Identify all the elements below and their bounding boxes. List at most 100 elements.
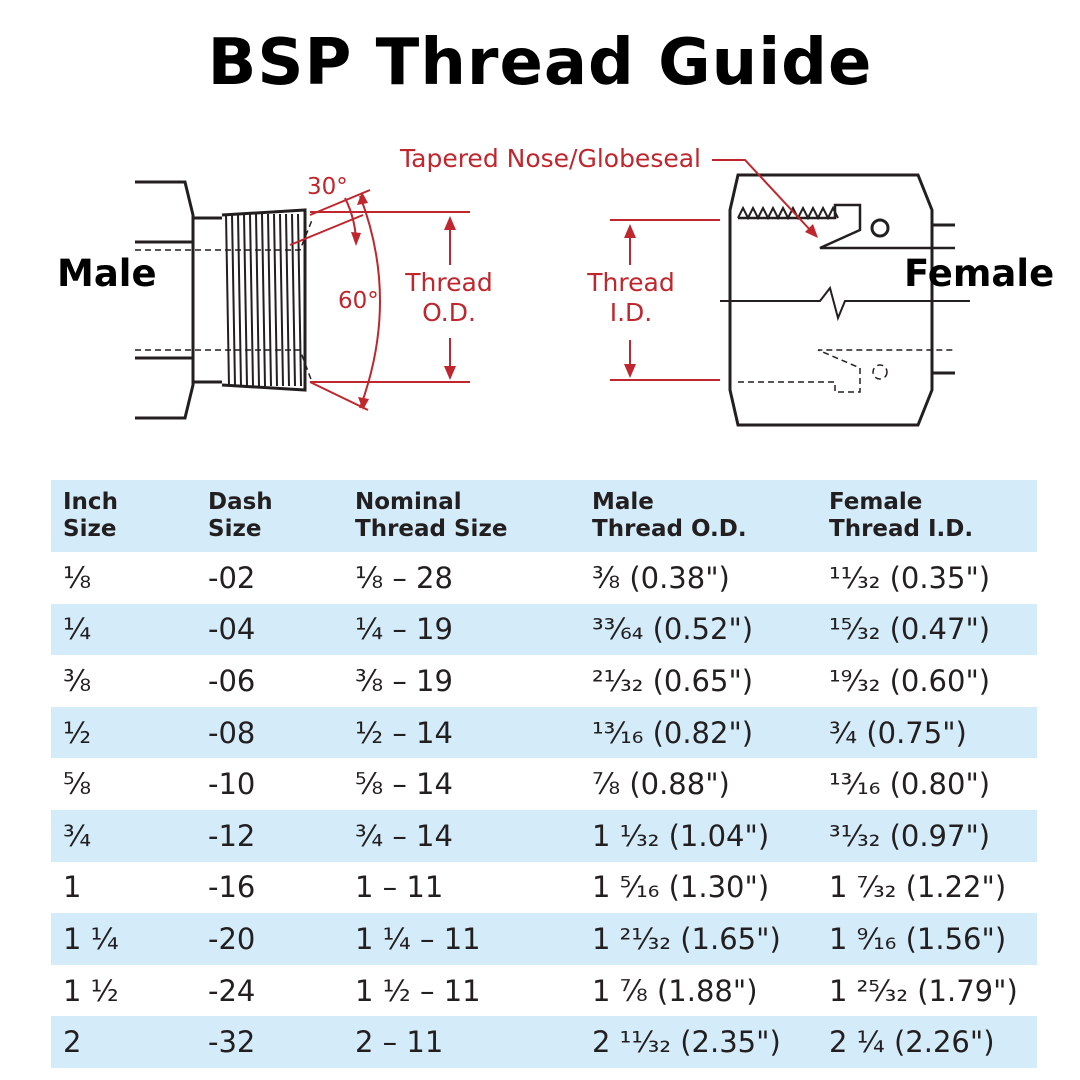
header-male-line1: Male [592, 489, 654, 515]
page-title: BSP Thread Guide [207, 26, 873, 100]
cell-inch-size: 1 ½ [63, 973, 119, 1008]
angle-30-label: 30° [307, 174, 348, 200]
thread-line [255, 213, 260, 387]
male-dimension-lines [289, 189, 470, 411]
thread-diagram [135, 159, 970, 427]
cell-female-id: 1 ²⁵⁄₃₂ (1.79") [829, 973, 1018, 1008]
cell-nominal-thread: ⅜ – 19 [355, 663, 453, 698]
header-female-line2: Thread I.D. [829, 516, 974, 542]
male-thread-lines [225, 213, 302, 387]
table-row: 2 -32 2 – 11 2 ¹¹⁄₃₂ (2.35") 2 ¼ (2.26") [51, 1016, 1037, 1068]
cell-male-od: 1 ²¹⁄₃₂ (1.65") [580, 913, 817, 965]
female-thread-teeth [737, 205, 839, 221]
thread-line [249, 213, 254, 387]
cell-female-id: ¹¹⁄₃₂ (0.35") [829, 560, 991, 595]
cell-dash-size: -32 [196, 1016, 343, 1068]
table-row: ⅛ -02 ⅛ – 28 ⅜ (0.38") ¹¹⁄₃₂ (0.35") [51, 552, 1037, 604]
cell-nominal-thread: ¾ – 14 [343, 809, 580, 862]
thread-line [231, 213, 236, 387]
thread-od-label-line1: Thread [405, 268, 493, 297]
thread-od-label-line2: O.D. [422, 298, 476, 327]
thread-id-label-line1: Thread [587, 268, 675, 297]
cell-male-od: 1 ⁵⁄₁₆ (1.30") [592, 870, 770, 905]
thread-id-label: Thread I.D. [585, 268, 677, 328]
cell-male-od: ²¹⁄₃₂ (0.65") [592, 663, 754, 698]
female-dimension-arrows [624, 224, 818, 378]
cell-nominal-thread: 1 – 11 [355, 870, 444, 905]
table-row: ¼ -04 ¼ – 19 ³³⁄₆₄ (0.52") ¹⁵⁄₃₂ (0.47") [51, 603, 1037, 656]
female-dashed-lines [738, 349, 955, 393]
thread-id-label-line2: I.D. [609, 298, 653, 327]
cell-nominal-thread: ¼ – 19 [343, 603, 580, 656]
thread-line [297, 213, 302, 387]
table-row: ⅝ -10 ⅝ – 14 ⅞ (0.88") ¹³⁄₁₆ (0.80") [51, 758, 1037, 810]
cell-female-id: ¹⁵⁄₃₂ (0.47") [817, 603, 1037, 656]
cell-female-id: ¹⁹⁄₃₂ (0.60") [829, 663, 991, 698]
cell-male-od: ⅜ (0.38") [592, 560, 730, 595]
thread-line [291, 213, 296, 387]
header-female-line1: Female [829, 489, 923, 515]
thread-line [285, 213, 290, 387]
header-dash-size-line2: Size [208, 516, 262, 542]
cell-dash-size: -16 [208, 870, 256, 905]
cell-female-id: 2 ¼ (2.26") [817, 1016, 1037, 1068]
cell-dash-size: -06 [208, 663, 256, 698]
header-nominal-line1: Nominal [355, 489, 462, 515]
angle-60-label: 60° [338, 288, 379, 314]
male-dashed-lines [135, 219, 313, 383]
table-row: ½ -08 ½ – 14 ¹³⁄₁₆ (0.82") ¾ (0.75") [51, 706, 1037, 759]
header-dash-size-line1: Dash [208, 489, 273, 515]
thread-line [243, 213, 248, 387]
cell-nominal-thread: 2 – 11 [343, 1016, 580, 1068]
male-label: Male [57, 252, 157, 295]
cell-inch-size: ⅛ [63, 560, 92, 595]
cell-female-id: 1 ⁷⁄₃₂ (1.22") [829, 870, 1007, 905]
cell-dash-size: -04 [196, 603, 343, 656]
tapered-nose-label: Tapered Nose/Globeseal [400, 144, 701, 173]
header-male-line2: Thread O.D. [592, 516, 747, 542]
thread-line [261, 213, 266, 387]
cell-dash-size: -20 [196, 913, 343, 965]
thread-od-label: Thread O.D. [403, 268, 495, 328]
cell-nominal-thread: ⅛ – 28 [355, 560, 453, 595]
cell-inch-size: 1 ¼ [51, 913, 196, 965]
cell-inch-size: ¼ [51, 603, 196, 656]
header-inch-size-line2: Size [63, 516, 117, 542]
cell-male-od: 1 ⅞ (1.88") [592, 973, 758, 1008]
cell-female-id: ¹³⁄₁₆ (0.80") [829, 767, 991, 802]
cell-male-od: ⅞ (0.88") [592, 767, 730, 802]
header-nominal-line2: Thread Size [355, 516, 508, 542]
table-row: ¾ -12 ¾ – 14 1 ¹⁄₃₂ (1.04") ³¹⁄₃₂ (0.97"… [51, 809, 1037, 862]
cell-female-id: 1 ⁹⁄₁₆ (1.56") [817, 913, 1037, 965]
cell-inch-size: ¾ [51, 809, 196, 862]
cell-dash-size: -12 [196, 809, 343, 862]
cell-male-od: 1 ¹⁄₃₂ (1.04") [580, 809, 817, 862]
table-row: 1 ¼ -20 1 ¼ – 11 1 ²¹⁄₃₂ (1.65") 1 ⁹⁄₁₆ … [51, 913, 1037, 965]
cell-nominal-thread: ½ – 14 [343, 706, 580, 759]
thread-line [273, 213, 278, 387]
table-row: ⅜ -06 ⅜ – 19 ²¹⁄₃₂ (0.65") ¹⁹⁄₃₂ (0.60") [51, 655, 1037, 707]
thread-line [267, 213, 272, 387]
header-inch-size-line1: Inch [63, 489, 118, 515]
cell-inch-size: ⅜ [63, 663, 92, 698]
cell-male-od: ¹³⁄₁₆ (0.82") [580, 706, 817, 759]
cell-nominal-thread: 1 ¼ – 11 [343, 913, 580, 965]
cell-inch-size: 1 [63, 870, 82, 905]
cell-male-od: 2 ¹¹⁄₃₂ (2.35") [580, 1016, 817, 1068]
female-fitting-drawing [720, 173, 970, 427]
male-fitting-drawing [135, 180, 307, 420]
thread-line [225, 213, 230, 387]
cell-inch-size: 2 [51, 1016, 196, 1068]
cell-nominal-thread: ⅝ – 14 [355, 767, 453, 802]
cell-female-id: ¾ (0.75") [817, 706, 1037, 759]
cell-male-od: ³³⁄₆₄ (0.52") [580, 603, 817, 656]
cell-dash-size: -24 [208, 973, 256, 1008]
male-dimension-arrows [351, 192, 456, 410]
cell-nominal-thread: 1 ½ – 11 [355, 973, 481, 1008]
